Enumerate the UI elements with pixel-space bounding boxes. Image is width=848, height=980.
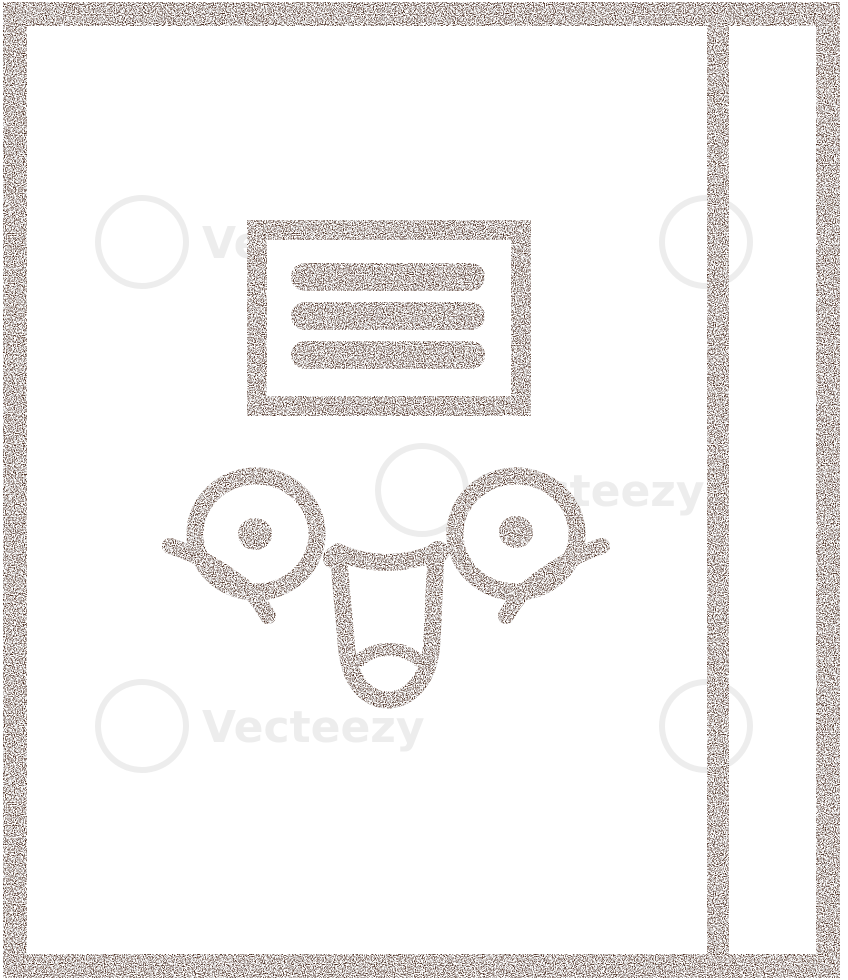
watermark-text: Vecteezy xyxy=(202,702,425,753)
watermark-5 xyxy=(659,679,753,773)
mouth-icon xyxy=(323,541,449,709)
vecteezy-logo-icon xyxy=(95,195,189,289)
left-eye-icon xyxy=(162,467,326,624)
notebook-drawing xyxy=(3,2,840,978)
mouth-tongue xyxy=(353,643,425,667)
right-eye-icon xyxy=(446,467,610,624)
watermark-4: Vecteezy xyxy=(95,679,425,773)
mouth-corner-right xyxy=(427,541,449,563)
vecteezy-logo-icon xyxy=(95,679,189,773)
vecteezy-logo-icon xyxy=(659,679,753,773)
right-pupil xyxy=(499,516,533,548)
right-eye-lid xyxy=(498,538,610,624)
left-pupil xyxy=(238,518,272,550)
left-eye-lid xyxy=(162,538,276,624)
vecteezy-logo-icon xyxy=(659,195,753,289)
mouth-corner-left xyxy=(323,547,345,569)
watermark-layer: Vecteezy Vecteezy Vecteezy xyxy=(95,195,753,773)
watermark-2 xyxy=(659,195,753,289)
mouth-outline xyxy=(329,543,445,709)
label-plate-icon xyxy=(247,220,531,416)
notebook-cover xyxy=(3,2,840,978)
